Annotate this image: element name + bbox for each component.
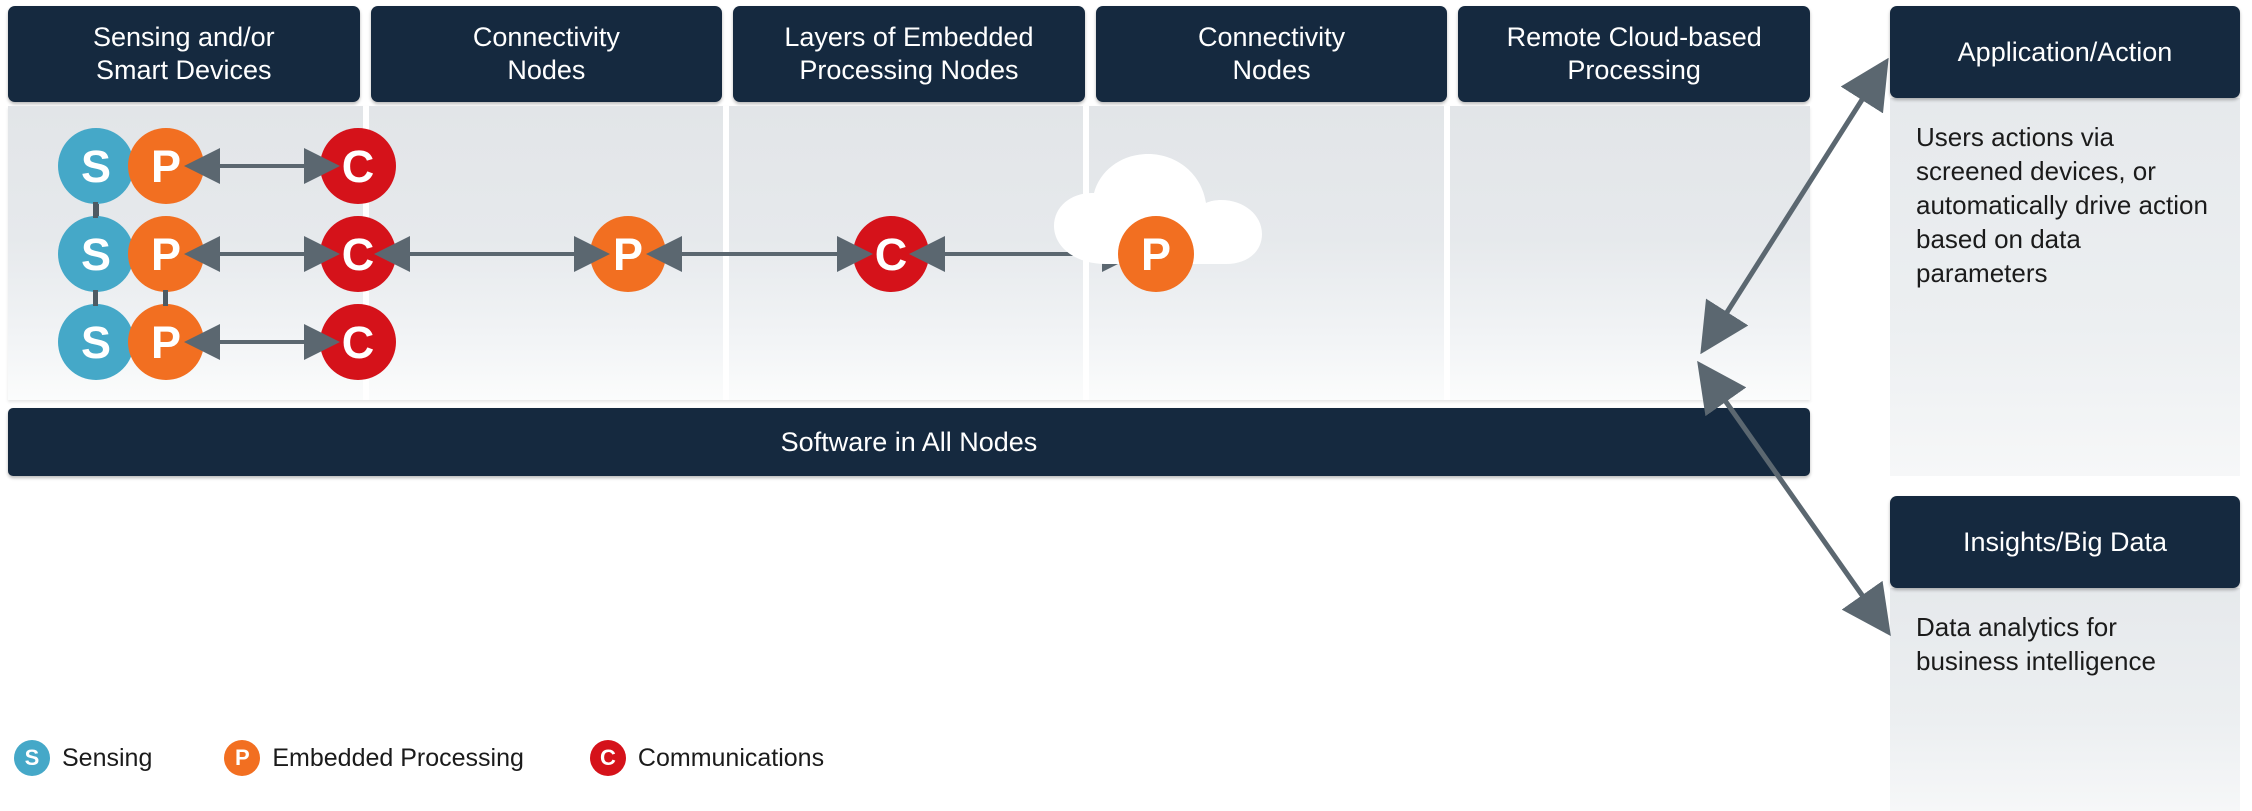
legend-processing-icon: P <box>224 740 261 776</box>
legend-sensing-icon: S <box>14 740 50 776</box>
header-line-1: Connectivity <box>1198 22 1346 52</box>
node-sensing-2[interactable]: S <box>58 216 134 292</box>
header-line-1: Connectivity <box>472 22 620 52</box>
legend-item-communications[interactable]: C Communications <box>589 740 825 776</box>
panel-title: Insights/Big Data <box>1962 526 2168 557</box>
legend-item-embedded-processing[interactable]: P Embedded Processing <box>224 740 524 776</box>
link-processing-2-3 <box>163 290 168 306</box>
column-header-remote-cloud[interactable]: Remote Cloud-based Processing <box>1458 6 1810 102</box>
node-cloud-processing[interactable]: P <box>1118 216 1194 292</box>
legend: S Sensing P Embedded Processing C Commun… <box>14 740 824 776</box>
header-line-2: Processing <box>1567 55 1701 85</box>
node-sensing-1[interactable]: S <box>58 128 134 204</box>
panel-description: Data analytics for business intelligence <box>1916 612 2156 676</box>
legend-item-sensing[interactable]: S Sensing <box>14 740 152 776</box>
column-header-embedded-processing[interactable]: Layers of Embedded Processing Nodes <box>733 6 1085 102</box>
header-line-1: Sensing and/or <box>92 22 275 52</box>
legend-communications-label: Communications <box>637 743 825 772</box>
column-header-row: Sensing and/or Smart Devices Connectivit… <box>8 6 1810 102</box>
node-communications-1[interactable]: C <box>320 128 396 204</box>
link-sensing-2-3 <box>93 290 98 306</box>
panel-title: Application/Action <box>1957 36 2173 67</box>
legend-sensing-label: Sensing <box>62 743 153 772</box>
software-bar-label: Software in All Nodes <box>780 426 1038 457</box>
column-header-connectivity-nodes-1[interactable]: Connectivity Nodes <box>370 6 723 102</box>
column-separator-4 <box>1444 106 1450 400</box>
iot-architecture-block: Sensing and/or Smart Devices Connectivit… <box>8 6 1810 476</box>
header-line-1: Remote Cloud-based <box>1506 22 1762 52</box>
header-line-2: Nodes <box>507 55 586 85</box>
legend-communications-icon: C <box>589 740 626 776</box>
link-sensing-1-2 <box>93 202 98 218</box>
software-in-all-nodes-bar[interactable]: Software in All Nodes <box>8 408 1810 476</box>
panel-header-application-action[interactable]: Application/Action <box>1890 6 2240 98</box>
panel-insights-big-data: Insights/Big Data Data analytics for bus… <box>1890 496 2240 811</box>
header-line-2: Nodes <box>1232 55 1311 85</box>
header-line-1: Layers of Embedded <box>784 22 1034 52</box>
panel-body-application-action: Users actions via screened devices, or a… <box>1890 98 2240 476</box>
node-sensing-3[interactable]: S <box>58 304 134 380</box>
panel-description: Users actions via screened devices, or a… <box>1916 122 2208 288</box>
panel-body-insights-big-data: Data analytics for business intelligence <box>1890 588 2240 811</box>
panel-header-insights-big-data[interactable]: Insights/Big Data <box>1890 496 2240 588</box>
column-header-sensing-smart-devices[interactable]: Sensing and/or Smart Devices <box>8 6 360 102</box>
panel-application-action: Application/Action Users actions via scr… <box>1890 6 2240 476</box>
column-header-connectivity-nodes-2[interactable]: Connectivity Nodes <box>1095 6 1448 102</box>
header-line-2: Processing Nodes <box>799 55 1019 85</box>
legend-processing-label: Embedded Processing <box>272 743 524 772</box>
header-line-2: Smart Devices <box>96 55 272 85</box>
diagram-body-panel: S P S P S P C C C P C P <box>8 106 1810 400</box>
horizontal-arrow-layer <box>184 148 1138 360</box>
